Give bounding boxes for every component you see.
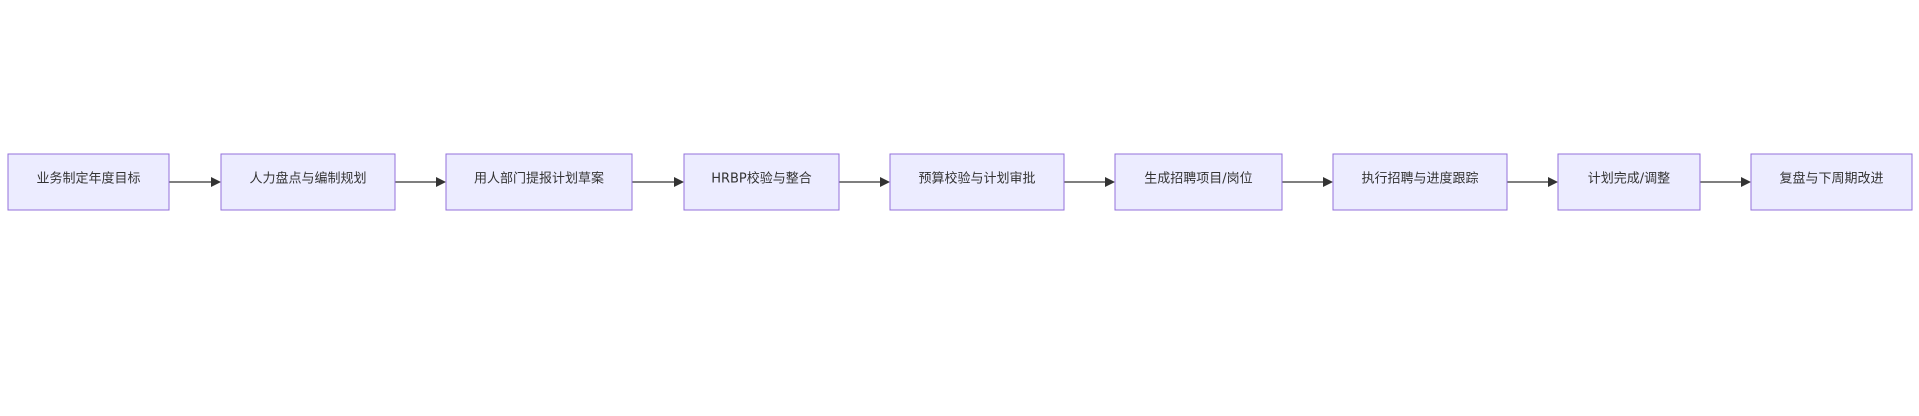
- edges-layer: [169, 177, 1751, 187]
- flow-node-box: [7, 153, 170, 211]
- arrowhead-icon: [1323, 177, 1333, 187]
- flow-node-label: 计划完成/调整: [1588, 172, 1670, 187]
- flow-arrow-3: [632, 177, 684, 187]
- arrowhead-icon: [211, 177, 221, 187]
- flow-node-7: 执行招聘与进度跟踪: [1332, 153, 1508, 211]
- flow-node-label: 用人部门提报计划草案: [474, 171, 604, 187]
- flow-node-box: [1332, 153, 1508, 211]
- flow-node-4: HRBP校验与整合: [683, 153, 840, 211]
- flow-node-box: [220, 153, 396, 211]
- arrowhead-icon: [880, 177, 890, 187]
- flow-node-label: 人力盘点与编制规划: [249, 171, 366, 187]
- flow-node-5: 预算校验与计划审批: [889, 153, 1065, 211]
- flow-node-3: 用人部门提报计划草案: [445, 153, 633, 211]
- flow-node-box: [1557, 153, 1701, 211]
- flow-node-1: 业务制定年度目标: [7, 153, 170, 211]
- flow-arrow-1: [169, 177, 221, 187]
- flow-node-2: 人力盘点与编制规划: [220, 153, 396, 211]
- flow-arrow-7: [1507, 177, 1558, 187]
- arrowhead-icon: [1105, 177, 1115, 187]
- flow-node-label: 复盘与下周期改进: [1779, 171, 1883, 187]
- flow-node-label: 生成招聘项目/岗位: [1144, 172, 1252, 187]
- flow-arrow-6: [1282, 177, 1333, 187]
- arrowhead-icon: [674, 177, 684, 187]
- flow-node-box: [889, 153, 1065, 211]
- flow-node-label: 执行招聘与进度跟踪: [1361, 171, 1478, 187]
- flow-node-label: 预算校验与计划审批: [918, 171, 1035, 187]
- arrowhead-icon: [1548, 177, 1558, 187]
- flow-node-label: 业务制定年度目标: [36, 171, 140, 187]
- nodes-layer: 业务制定年度目标 人力盘点与编制规划 用人部门提报计划草案 HRBP校验与整合 预算校验…: [7, 153, 1913, 211]
- flow-node-8: 计划完成/调整: [1557, 153, 1701, 211]
- flow-node-9: 复盘与下周期改进: [1750, 153, 1913, 211]
- flow-arrow-2: [395, 177, 446, 187]
- flow-arrow-8: [1700, 177, 1751, 187]
- flow-arrow-4: [839, 177, 890, 187]
- flow-arrow-5: [1064, 177, 1115, 187]
- flow-node-6: 生成招聘项目/岗位: [1114, 153, 1283, 211]
- flow-node-box: [1114, 153, 1283, 211]
- flow-node-box: [683, 153, 840, 211]
- flow-node-label: HRBP校验与整合: [711, 171, 812, 187]
- flow-node-box: [1750, 153, 1913, 211]
- arrowhead-icon: [436, 177, 446, 187]
- flow-node-box: [445, 153, 633, 211]
- arrowhead-icon: [1741, 177, 1751, 187]
